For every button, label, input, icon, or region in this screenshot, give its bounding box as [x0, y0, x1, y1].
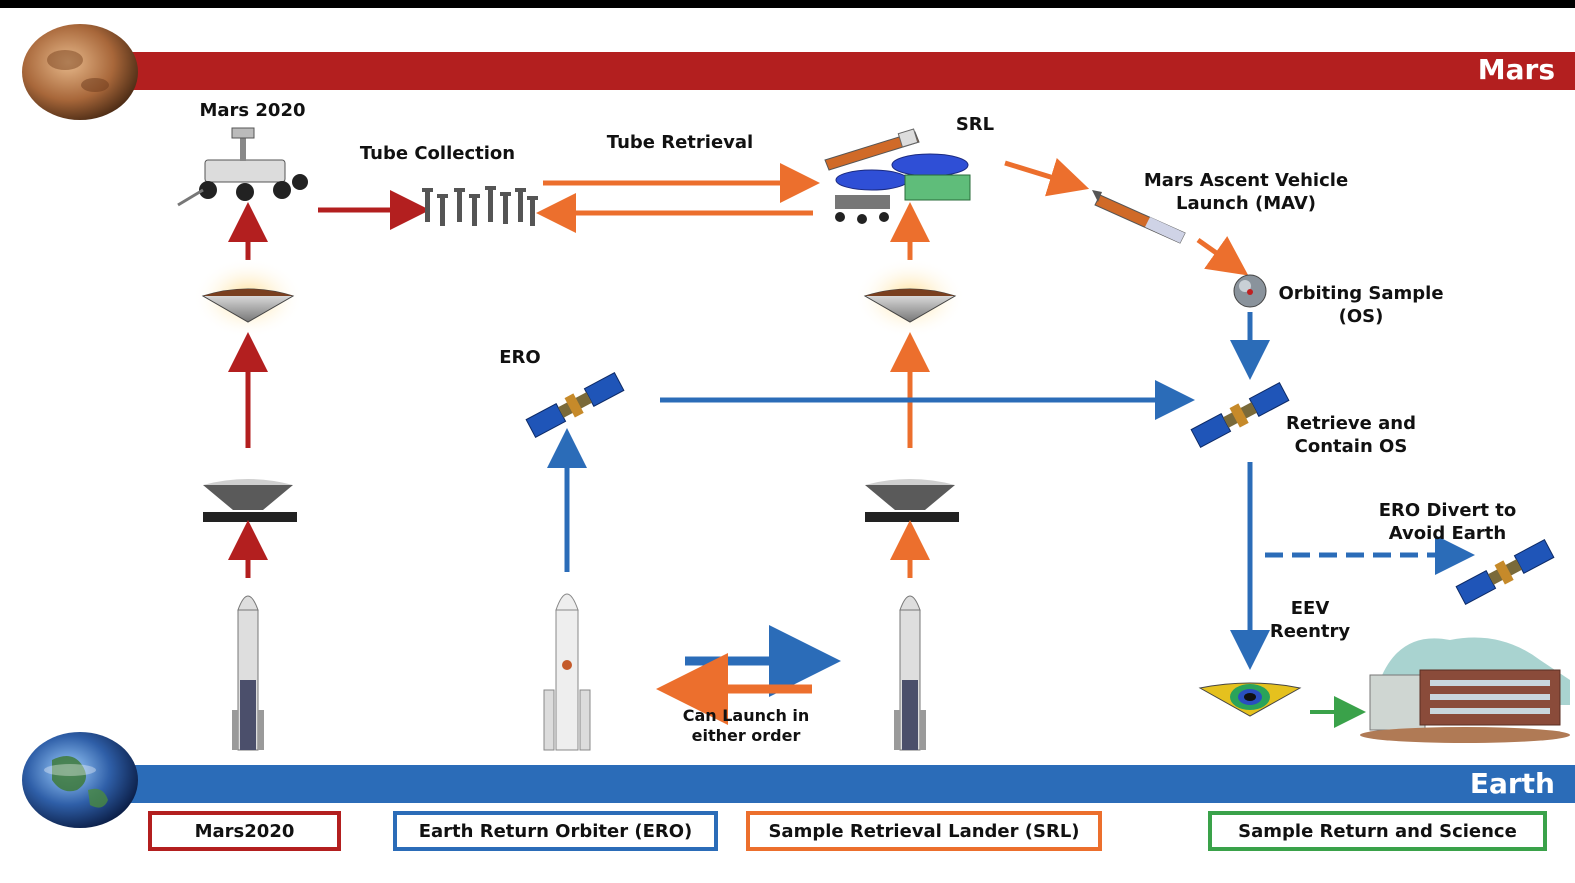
orbiter-satellite-icon — [1455, 539, 1555, 605]
legend-ero: Earth Return Orbiter (ERO) — [393, 811, 718, 851]
launch-rocket-icon — [232, 595, 264, 751]
orbiter-satellite-icon — [1190, 382, 1290, 448]
eev-reentry-label: EEV Reentry — [1262, 597, 1358, 643]
os-label-line2: (OS) — [1338, 306, 1384, 327]
earth-planet-icon — [22, 732, 138, 828]
eev-reentry-line2: Reentry — [1269, 621, 1351, 642]
retrieve-os-label: Retrieve and Contain OS — [1280, 412, 1422, 458]
mars-planet-icon — [22, 24, 138, 120]
os-label-line1: Orbiting Sample — [1278, 283, 1444, 304]
aeroshell-icon — [193, 258, 303, 338]
ero-divert-label: ERO Divert to Avoid Earth — [1370, 499, 1525, 545]
tube-retrieval-label: Tube Retrieval — [606, 132, 754, 153]
retrieve-os-line2: Contain OS — [1294, 436, 1408, 457]
mars-band-label: Mars — [1477, 53, 1555, 86]
legend-srl: Sample Retrieval Lander (SRL) — [746, 811, 1102, 851]
launch-order-line2: either order — [691, 726, 801, 745]
ero-divert-line1: ERO Divert to — [1378, 500, 1517, 521]
eev-reentry-line1: EEV — [1290, 598, 1330, 619]
sample-tubes-icon — [422, 186, 538, 226]
legend-sample-return: Sample Return and Science — [1208, 811, 1547, 851]
science-building-icon — [1360, 637, 1570, 743]
tube-collection-label: Tube Collection — [359, 143, 516, 164]
aeroshell-icon — [855, 258, 965, 338]
mars-band — [95, 52, 1575, 90]
eev-capsule-icon — [1198, 682, 1302, 717]
heatshield-icon — [865, 479, 959, 522]
orbiting-sample-icon — [1233, 274, 1267, 308]
legend-mars2020: Mars2020 — [148, 811, 341, 851]
srl-label: SRL — [955, 114, 995, 135]
launch-rocket-icon — [543, 593, 591, 751]
mav-label-line1: Mars Ascent Vehicle — [1143, 170, 1349, 191]
ero-label: ERO — [499, 347, 541, 368]
heatshield-icon — [203, 479, 297, 522]
mav-rocket-icon — [1092, 190, 1186, 244]
mars2020-label: Mars 2020 — [199, 100, 306, 121]
lander-icon — [824, 128, 971, 224]
mav-label-line2: Launch (MAV) — [1175, 193, 1316, 214]
earth-band-label: Earth — [1469, 767, 1555, 800]
earth-band — [95, 765, 1575, 803]
launch-order-label: Can Launch in either order — [676, 706, 816, 746]
launch-order-line1: Can Launch in — [682, 706, 810, 725]
ero-divert-line2: Avoid Earth — [1388, 523, 1507, 544]
orbiter-satellite-icon — [525, 372, 625, 438]
mav-label: Mars Ascent Vehicle Launch (MAV) — [1130, 169, 1362, 215]
rover-icon — [177, 127, 308, 207]
retrieve-os-line1: Retrieve and — [1286, 413, 1416, 434]
os-label: Orbiting Sample (OS) — [1270, 282, 1452, 328]
launch-rocket-icon — [894, 595, 926, 751]
